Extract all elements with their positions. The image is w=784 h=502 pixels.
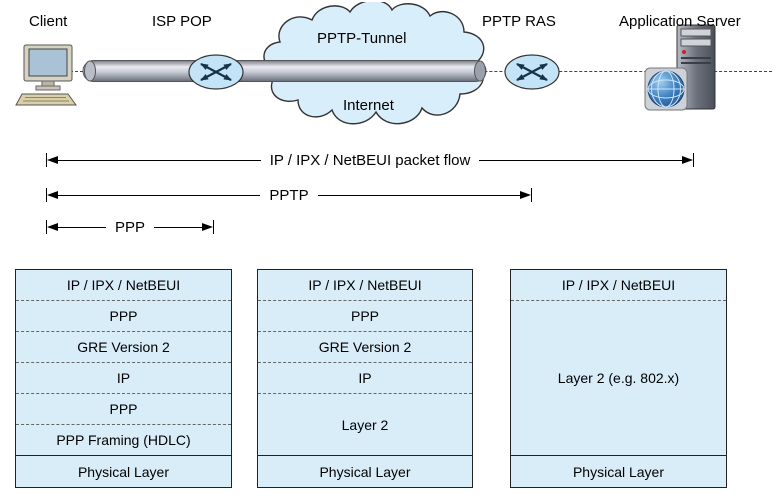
isp-pop-router-icon: [188, 54, 244, 90]
stack-row: IP / IPX / NetBEUI: [258, 270, 472, 301]
stack-row: PPP: [16, 394, 231, 425]
stack-row: IP: [258, 363, 472, 394]
arrow-end-tick: [46, 220, 47, 234]
stack-row: Layer 2 (e.g. 802.x): [511, 301, 726, 456]
pptp-tunnel-tube: [82, 60, 487, 82]
client-label: Client: [29, 13, 68, 30]
stack-row: IP / IPX / NetBEUI: [16, 270, 231, 301]
arrow-end-tick: [693, 153, 695, 167]
arrow-end-tick: [46, 188, 47, 202]
pptp-label: PPTP: [269, 186, 309, 204]
pptp-tunnel-label: PPTP-Tunnel: [317, 30, 407, 47]
isp-pop-label: ISP POP: [152, 13, 212, 30]
ppp-extent-arrow: PPP: [46, 218, 215, 236]
arrowhead-right-icon: [520, 191, 531, 199]
arrowhead-left-icon: [47, 223, 58, 231]
globe-icon: [644, 67, 688, 111]
protocol-stack-isp-pop: IP / IPX / NetBEUI PPP GRE Version 2 IP …: [257, 269, 473, 488]
application-server-label: Application Server: [619, 13, 741, 30]
arrow-end-tick: [213, 220, 215, 234]
protocol-stack-client: IP / IPX / NetBEUI PPP GRE Version 2 IP …: [15, 269, 232, 488]
packet-flow-extent-arrow: IP / IPX / NetBEUI packet flow: [46, 151, 695, 169]
packet-flow-label: IP / IPX / NetBEUI packet flow: [269, 151, 471, 169]
arrowhead-left-icon: [47, 156, 58, 164]
stack-row: IP: [16, 363, 231, 394]
internet-label: Internet: [343, 97, 394, 114]
pptp-extent-arrow: PPTP: [46, 186, 532, 204]
stack-row: IP / IPX / NetBEUI: [511, 270, 726, 301]
stack-row: Physical Layer: [77, 463, 170, 480]
stack-row: GRE Version 2: [16, 332, 231, 363]
stack-row: Physical Layer: [319, 463, 411, 480]
client-computer-icon: [15, 44, 77, 106]
stack-row: Physical Layer: [572, 463, 665, 480]
stack-row: PPP Framing (HDLC): [16, 425, 231, 456]
arrowhead-right-icon: [682, 156, 694, 164]
stack-row: Layer 2: [258, 394, 472, 456]
protocol-stack-app-server: IP / IPX / NetBEUI Layer 2 (e.g. 802.x) …: [510, 269, 727, 488]
arrow-end-tick: [531, 188, 532, 202]
stack-row: GRE Version 2: [258, 332, 472, 363]
arrowhead-right-icon: [202, 223, 214, 231]
pptp-ras-label: PPTP RAS: [482, 13, 556, 30]
stack-row: PPP: [258, 301, 472, 332]
arrow-end-tick: [46, 153, 47, 167]
ppp-label: PPP: [115, 218, 146, 236]
application-server-icon: [644, 24, 716, 111]
pptp-ras-router-icon: [504, 54, 560, 90]
stack-row: PPP: [16, 301, 231, 332]
arrowhead-left-icon: [47, 191, 58, 199]
